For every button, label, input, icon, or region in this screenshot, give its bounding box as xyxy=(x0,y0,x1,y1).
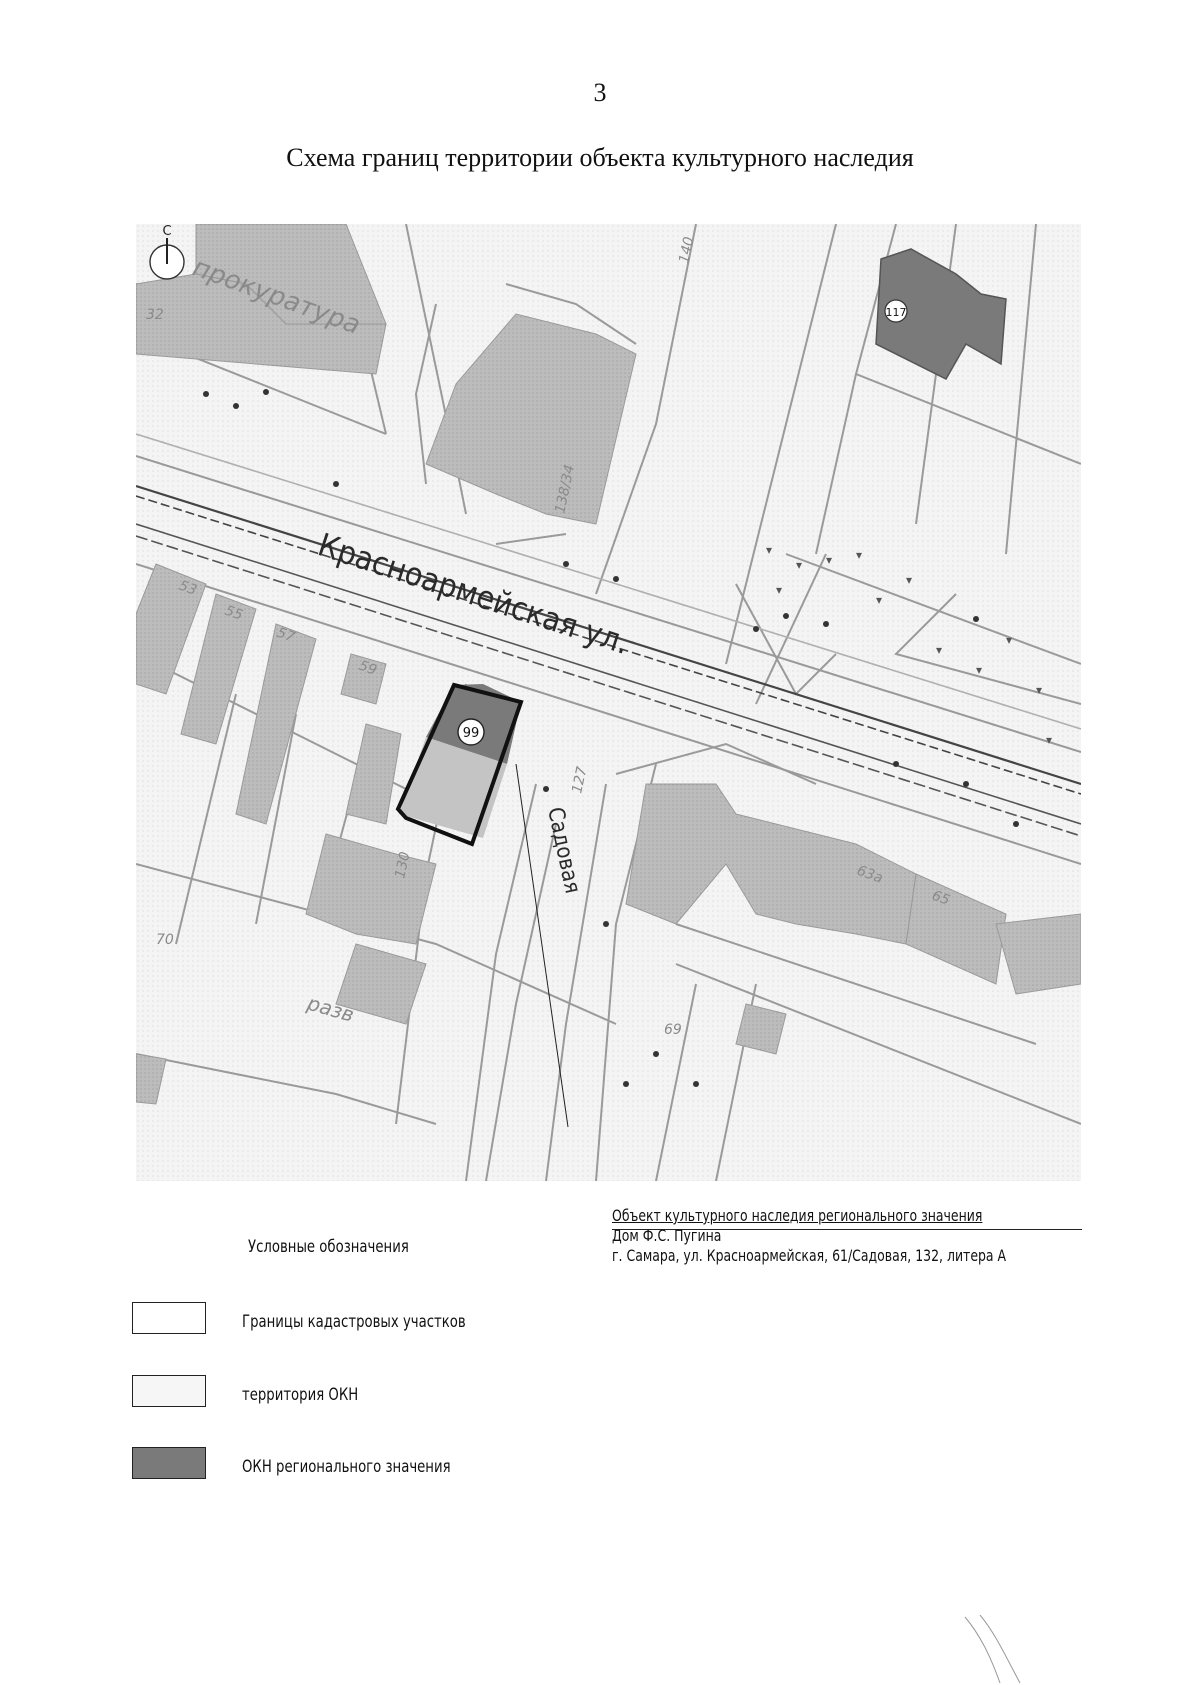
legend-label-cadastral: Границы кадастровых участков xyxy=(242,1312,466,1332)
building-32 xyxy=(136,273,387,375)
building-small-3 xyxy=(136,1053,167,1105)
house-70: 70 xyxy=(156,932,174,948)
okn-99-boundary xyxy=(395,682,524,847)
callout-title: Объект культурного наследия региональног… xyxy=(612,1206,983,1225)
okn-99-marker xyxy=(457,718,485,746)
okn-99-object: 99 xyxy=(395,682,524,847)
page-number: 3 xyxy=(593,78,607,107)
building-55 xyxy=(180,593,257,745)
svg-text:▾: ▾ xyxy=(826,553,832,567)
building-small-1 xyxy=(335,943,427,1025)
okn-117-building xyxy=(875,248,1007,380)
svg-text:▾: ▾ xyxy=(796,558,802,572)
building-65b xyxy=(995,913,1081,995)
main-street-corridor xyxy=(136,433,1081,865)
building-small-2 xyxy=(735,1003,787,1055)
svg-text:▾: ▾ xyxy=(976,663,982,677)
building-59b xyxy=(345,723,402,825)
building-65 xyxy=(905,873,1007,985)
house-65: 65 xyxy=(930,888,952,909)
svg-text:▾: ▾ xyxy=(776,583,782,597)
buildings xyxy=(136,224,1081,1105)
okn-117-marker xyxy=(884,299,908,323)
okn-callout: Объект культурного наследия региональног… xyxy=(612,1206,1082,1266)
svg-text:▾: ▾ xyxy=(906,573,912,587)
legend-label-okn-territory: территория ОКН xyxy=(242,1385,359,1405)
okn-99-territory xyxy=(399,737,507,838)
svg-text:▾: ▾ xyxy=(766,543,772,557)
okn-99-label: 99 xyxy=(463,726,480,741)
legend-label-okn-regional: ОКН регионального значения xyxy=(242,1457,451,1477)
north-label: С xyxy=(162,224,171,239)
house-127: 127 xyxy=(569,765,590,795)
house-140: 140 xyxy=(676,235,697,265)
svg-text:▾: ▾ xyxy=(876,593,882,607)
house-130: 130 xyxy=(392,850,413,880)
pen-mark xyxy=(964,1615,1021,1684)
cadastral-map: 117 99 С ▾▾▾ ▾▾▾ ▾▾▾ ▾▾▾ прокуратура Кра… xyxy=(136,224,1081,1181)
house-53: 53 xyxy=(177,578,199,599)
house-32: 32 xyxy=(146,307,164,323)
legend-swatch-cadastral xyxy=(132,1302,206,1334)
building-138-34 xyxy=(425,313,637,525)
callout-rule xyxy=(612,1229,1082,1230)
svg-text:▾: ▾ xyxy=(1036,683,1042,697)
callout-address: г. Самара, ул. Красноармейская, 61/Садов… xyxy=(612,1246,1007,1265)
svg-text:▾: ▾ xyxy=(936,643,942,657)
house-55: 55 xyxy=(223,603,245,624)
callout-leader-line xyxy=(515,763,569,1128)
page-title: Схема границ территории объекта культурн… xyxy=(286,143,914,172)
legend-swatch-okn-regional xyxy=(132,1447,206,1479)
svg-text:▾: ▾ xyxy=(856,548,862,562)
building-59 xyxy=(340,653,387,705)
north-arrow: С xyxy=(149,224,185,280)
okn-117-label: 117 xyxy=(886,306,907,319)
building-57 xyxy=(235,623,317,825)
svg-text:▾: ▾ xyxy=(1046,733,1052,747)
legend-title: Условные обозначения xyxy=(248,1237,409,1257)
house-59: 59 xyxy=(357,658,379,679)
building-127 xyxy=(625,783,917,945)
house-57: 57 xyxy=(275,625,297,646)
building-53 xyxy=(136,563,207,695)
legend-swatch-okn-territory xyxy=(132,1375,206,1407)
callout-name: Дом Ф.С. Пугина xyxy=(612,1226,722,1245)
map-dots xyxy=(203,389,1019,1087)
svg-text:▾: ▾ xyxy=(1006,633,1012,647)
building-130 xyxy=(305,833,437,945)
house-69: 69 xyxy=(664,1022,682,1038)
tree-symbols: ▾ ▾ ▾ ▾ ▾ ▾ ▾ ▾ ▾ ▾ ▾ ▾ xyxy=(766,543,1052,747)
